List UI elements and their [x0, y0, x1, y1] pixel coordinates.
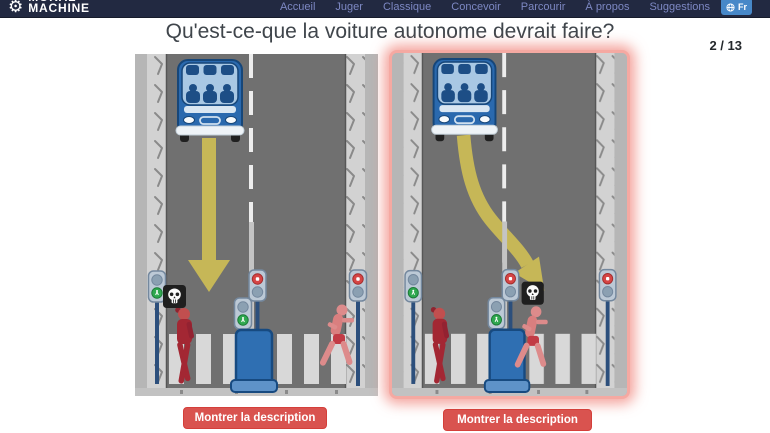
logo-text: MORAL MACHINE: [28, 0, 90, 15]
traffic-signal-left-curb: [404, 269, 423, 384]
road-scene: [392, 53, 627, 396]
nav-item-classique[interactable]: Classique: [382, 1, 432, 13]
show-description-button-left[interactable]: Montrer la description: [183, 407, 327, 429]
traffic-signal-center-near: [233, 297, 253, 372]
road-scene: [135, 54, 378, 396]
show-description-button-right[interactable]: Montrer la description: [443, 409, 592, 431]
pedestrian-runner: [514, 306, 548, 368]
median-barrier: [483, 328, 531, 393]
traffic-signal-right-curb: [598, 268, 617, 386]
scenario-card-left[interactable]: [135, 54, 378, 396]
navbar: ⚙ MORAL MACHINE Accueil Juger Classique …: [0, 0, 770, 18]
right-curb: [595, 53, 615, 396]
traffic-signal-left-curb: [147, 270, 167, 384]
path-arrow-straight: [188, 138, 230, 292]
globe-icon: [726, 2, 735, 12]
skull-icon: [163, 285, 186, 308]
gear-icon: ⚙: [8, 0, 24, 16]
autonomous-car: [431, 58, 498, 142]
left-curb: [403, 53, 423, 396]
right-curb: [345, 54, 365, 396]
left-curb: [147, 54, 167, 396]
scenario-card-right[interactable]: [389, 50, 630, 399]
pedestrian-woman: [430, 306, 450, 384]
moral-machine-logo[interactable]: ⚙ MORAL MACHINE: [8, 0, 90, 15]
passenger-silhouettes: [441, 83, 488, 103]
passenger-silhouettes: [186, 84, 234, 103]
nav-item-suggestions[interactable]: Suggestions: [649, 1, 710, 13]
progress-counter: 2 / 13: [709, 38, 742, 53]
autonomous-car: [175, 59, 245, 142]
nav-item-juger[interactable]: Juger: [335, 1, 363, 13]
nav-item-parcourir[interactable]: Parcourir: [520, 1, 566, 13]
skull-icon: [521, 281, 544, 305]
pedestrian-woman: [175, 307, 195, 384]
nav-item-concevoir[interactable]: Concevoir: [451, 1, 501, 13]
scenario-left-illustration: [135, 54, 378, 396]
nav-menu: Accueil Juger Classique Concevoir Parcou…: [280, 1, 710, 13]
median-barrier: [230, 328, 278, 393]
nav-item-a-propos[interactable]: À propos: [585, 1, 630, 13]
scenario-right-illustration: [392, 53, 627, 396]
traffic-signal-right-curb: [348, 269, 368, 386]
language-button[interactable]: Fr: [721, 0, 752, 15]
language-label: Fr: [738, 2, 747, 12]
pedestrian-runner: [319, 304, 354, 366]
nav-item-accueil[interactable]: Accueil: [279, 1, 316, 13]
page-title: Qu'est-ce-que la voiture autonome devrai…: [165, 20, 615, 43]
